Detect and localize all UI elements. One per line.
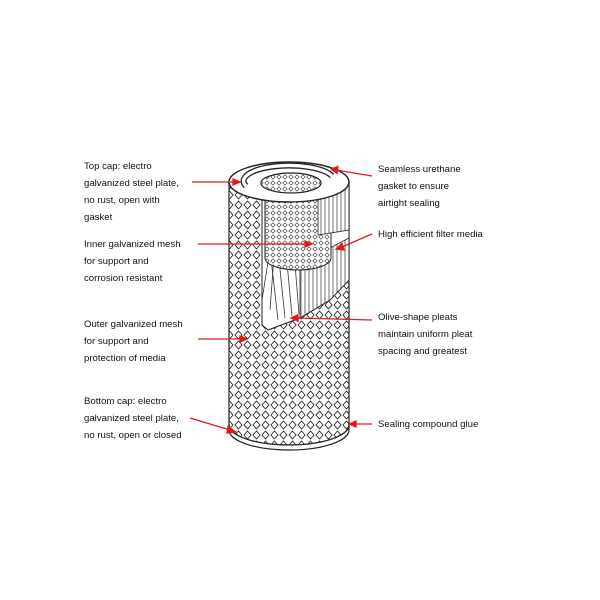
label-line: gasket to ensure xyxy=(378,181,449,192)
label-line: galvanized steel plate, xyxy=(84,178,179,189)
arrow-filter-media xyxy=(341,233,373,248)
label-line: spacing and greatest xyxy=(378,346,468,357)
label-line: protection of media xyxy=(84,353,166,364)
label-gasket: Seamless urethane gasket to ensure airti… xyxy=(378,161,461,212)
arrow-bottom-cap xyxy=(189,417,231,431)
label-line: Top cap: electro xyxy=(84,161,152,172)
label-line: Seamless urethane xyxy=(378,164,461,175)
arrow-gasket xyxy=(335,169,373,177)
label-line: Outer galvanized mesh xyxy=(84,319,183,330)
label-line: for support and xyxy=(84,256,149,267)
label-line: no rust, open or closed xyxy=(84,430,182,441)
inner-mesh-core xyxy=(264,182,332,271)
label-line: galvanized steel plate, xyxy=(84,413,179,424)
label-outer-mesh: Outer galvanized mesh for support and pr… xyxy=(84,316,183,367)
label-line: for support and xyxy=(84,336,149,347)
label-line: Sealing compound glue xyxy=(378,419,479,430)
label-line: gasket xyxy=(84,212,113,223)
bottom-cap-rim xyxy=(228,424,350,451)
label-line: Olive-shape pleats xyxy=(378,312,458,323)
label-line: High efficient filter media xyxy=(378,229,483,240)
label-line: Bottom cap: electro xyxy=(84,396,167,407)
label-pleats: Olive-shape pleats maintain uniform plea… xyxy=(378,309,472,360)
top-opening xyxy=(260,172,322,194)
label-line: Inner galvanized mesh xyxy=(84,239,181,250)
label-top-cap: Top cap: electro galvanized steel plate,… xyxy=(84,158,179,226)
arrow-pleats xyxy=(295,317,373,321)
label-line: maintain uniform pleat xyxy=(378,329,473,340)
callout-arrows xyxy=(189,165,373,434)
label-line: no rust, open with xyxy=(84,195,160,206)
label-filter-media: High efficient filter media xyxy=(378,226,483,243)
label-inner-mesh: Inner galvanized mesh for support and co… xyxy=(84,236,181,287)
label-sealing: Sealing compound glue xyxy=(378,416,478,433)
label-line: corrosion resistant xyxy=(84,273,163,284)
label-line: airtight sealing xyxy=(378,198,440,209)
label-bottom-cap: Bottom cap: electro galvanized steel pla… xyxy=(84,393,182,444)
